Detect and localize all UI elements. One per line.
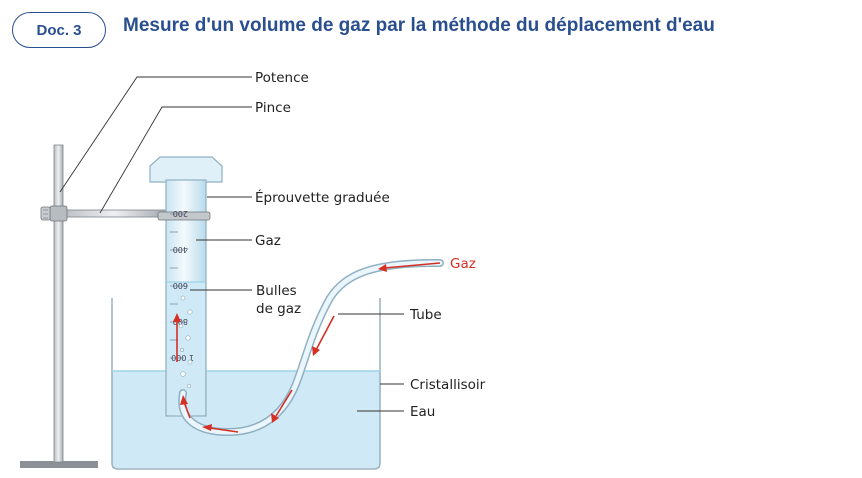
leader-lines bbox=[59, 76, 404, 412]
tube bbox=[178, 258, 444, 437]
gas-rise-arrow bbox=[173, 313, 181, 362]
potence-stand bbox=[20, 144, 98, 468]
stand-rod bbox=[53, 144, 64, 463]
label-gaz-tube: Gaz bbox=[450, 256, 476, 272]
pince-clamp bbox=[40, 205, 167, 222]
label-tube: Tube bbox=[409, 307, 442, 323]
clamp-bar bbox=[61, 209, 167, 218]
label-gaz: Gaz bbox=[255, 233, 281, 249]
doc-title: Mesure d'un volume de gaz par la méthode… bbox=[123, 15, 715, 36]
stand-base bbox=[20, 461, 98, 468]
label-eprouvette: Éprouvette graduée bbox=[255, 189, 390, 206]
doc-badge: Doc. 3 bbox=[12, 12, 106, 48]
label-pince: Pince bbox=[255, 100, 291, 116]
leader-potence bbox=[59, 76, 252, 193]
flow-arrows bbox=[180, 262, 441, 433]
label-bulles-line2: de gaz bbox=[256, 301, 301, 317]
tube-inner bbox=[179, 260, 443, 435]
basin-outline bbox=[111, 298, 381, 470]
clamp-boss bbox=[49, 205, 68, 222]
cristallisoir bbox=[111, 298, 381, 470]
cylinder-foot bbox=[149, 156, 223, 183]
graduation-600: 600 bbox=[173, 281, 188, 290]
header: Doc. 3 Mesure d'un volume de gaz par la … bbox=[0, 0, 862, 64]
label-eau: Eau bbox=[410, 404, 435, 420]
leader-pince bbox=[99, 106, 252, 214]
label-bulles-line1: Bulles bbox=[256, 283, 297, 299]
label-cristallisoir: Cristallisoir bbox=[410, 377, 486, 393]
label-potence: Potence bbox=[255, 70, 309, 86]
graduation-200: 200 bbox=[173, 209, 188, 218]
water bbox=[112, 371, 380, 468]
gas-bubbles bbox=[178, 295, 193, 400]
graduation-1000: 1 000 bbox=[171, 353, 194, 362]
graduation-400: 400 bbox=[173, 245, 188, 254]
